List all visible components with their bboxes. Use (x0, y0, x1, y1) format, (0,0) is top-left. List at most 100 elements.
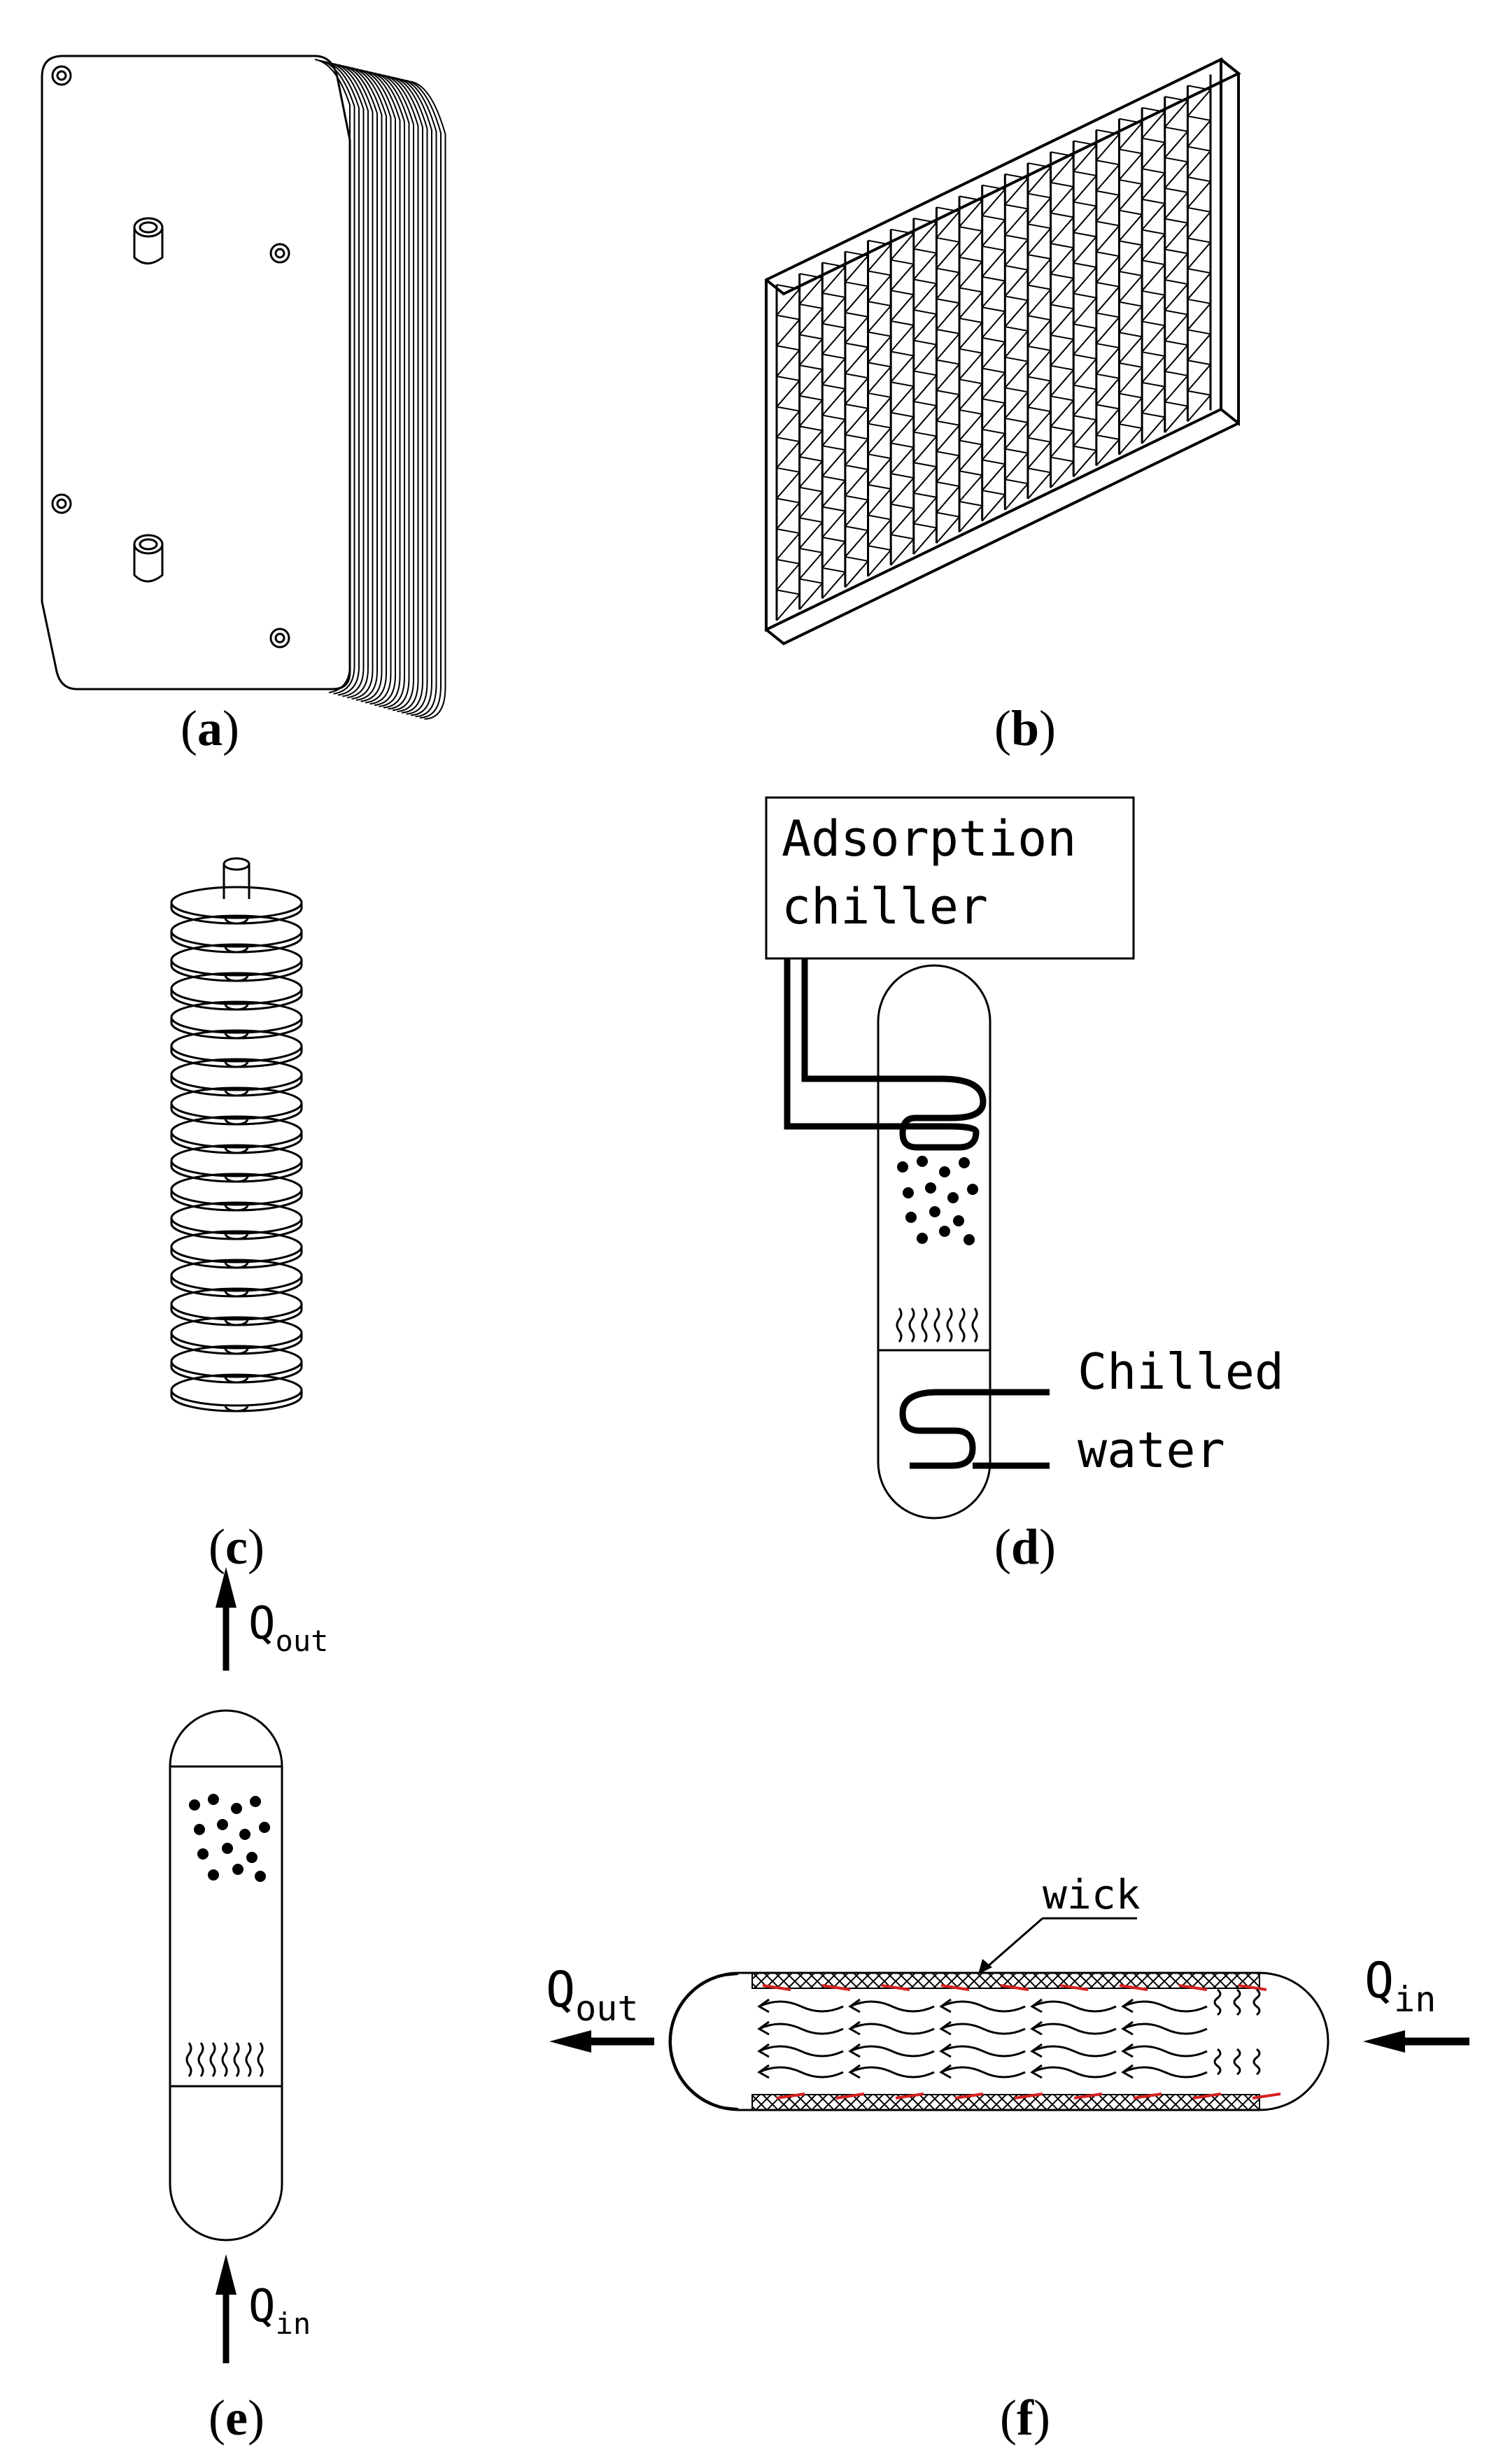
lattice-triangle (776, 345, 801, 377)
lattice-triangle (1164, 126, 1190, 159)
lattice-triangle (821, 414, 847, 446)
particle-dot (897, 1161, 908, 1173)
fin-disc (170, 1029, 303, 1063)
lattice-triangle (1073, 171, 1098, 203)
chilled-water-line1: Chilled (1078, 1343, 1284, 1401)
particle-dot (255, 1871, 266, 1882)
lattice-triangle (936, 206, 961, 239)
particle-dot (964, 1234, 975, 1245)
lattice-triangle (981, 428, 1007, 461)
fin-disc (170, 1201, 303, 1235)
flow-wave (849, 2000, 935, 2013)
lattice-triangle (1050, 395, 1075, 427)
lattice-triangle (1164, 218, 1190, 250)
lattice-triangle (1118, 270, 1144, 303)
lattice-triangle (798, 547, 824, 580)
condenser-end-highlight (670, 1974, 739, 2109)
fin-hub (224, 1032, 249, 1040)
fin-hub (224, 1147, 249, 1154)
fin-hub (224, 1261, 249, 1269)
fin-hub (224, 1204, 249, 1212)
flow-arrowhead (848, 1998, 861, 2013)
particle-dot (917, 1233, 928, 1244)
panel-label-e: (e) (209, 2390, 264, 2446)
lattice-triangle (959, 318, 984, 350)
fin-hub (224, 1376, 249, 1384)
lattice-triangle (1187, 237, 1212, 269)
lattice-triangle (1141, 381, 1166, 413)
condensate-mark (821, 1984, 851, 1991)
fin-hub (224, 1089, 249, 1097)
lattice-triangle (1027, 284, 1052, 316)
particle-dot (947, 1192, 959, 1203)
vapor-waves-e (185, 2042, 264, 2077)
fin-hub (224, 1347, 249, 1355)
q-out-arrow-e (216, 1567, 237, 1671)
vapor-squiggle (209, 2042, 216, 2077)
fin-hub (224, 1290, 249, 1298)
thermosyphon-tube (877, 964, 992, 1520)
lattice-triangle (1073, 201, 1098, 233)
flow-wave (1031, 2066, 1117, 2079)
lattice-triangle (913, 400, 938, 433)
lattice-triangle (890, 411, 915, 444)
lattice-triangle (1027, 253, 1052, 286)
lattice-triangle (890, 259, 915, 291)
flow-arrowhead (1121, 1998, 1134, 2013)
lattice-triangle (867, 301, 893, 333)
flow-arrowhead (1030, 1998, 1043, 2013)
lattice-triangle (1004, 326, 1029, 358)
adsorption-chiller-box (765, 796, 1135, 960)
fin-disc (170, 1230, 303, 1263)
flow-arrowhead (757, 2020, 770, 2036)
lattice-triangle (845, 525, 870, 558)
lattice-triangle (1004, 295, 1029, 327)
lattice-triangle (1187, 268, 1212, 300)
lattice-triangle (1187, 176, 1212, 208)
wick-bottom (751, 2094, 1260, 2111)
lattice-triangle (1004, 448, 1029, 480)
plate-edge (323, 61, 360, 696)
condenser-coil (899, 1075, 987, 1151)
lattice-triangle (1118, 362, 1144, 395)
lattice-triangle (798, 395, 824, 427)
condensate-mark (881, 1984, 910, 1991)
lattice-triangle (867, 270, 893, 302)
particle-dot (939, 1226, 950, 1237)
lattice-triangle (1187, 390, 1212, 423)
lattice-triangle (1027, 406, 1052, 439)
lattice-triangle (959, 439, 984, 472)
lattice-triangle (798, 364, 824, 397)
flow-arrowhead (848, 2064, 861, 2079)
lattice-triangle (1164, 340, 1190, 372)
particle-dot (903, 1187, 914, 1198)
lattice-triangle (981, 245, 1007, 278)
fin-hub (224, 1405, 249, 1412)
lattice-triangle (845, 465, 870, 497)
lattice-triangle (867, 514, 893, 546)
flow-wave (1122, 2045, 1208, 2058)
lattice-triangle (821, 353, 847, 385)
lattice-triangle (981, 459, 1007, 491)
particle-dot (194, 1824, 205, 1835)
lattice-triangle (890, 351, 915, 383)
lattice-triangle (1096, 373, 1121, 405)
lattice-triangle (1187, 206, 1212, 239)
lattice-triangle (890, 381, 915, 413)
lattice-triangle (890, 320, 915, 353)
lattice-triangle (1073, 415, 1098, 447)
lattice-triangle (1141, 198, 1166, 231)
evaporation-squiggle (1233, 2048, 1241, 2076)
particle-dot (208, 1794, 219, 1805)
lattice-triangle (936, 267, 961, 299)
lattice-triangle (1096, 129, 1121, 161)
panel-label-c: (c) (209, 1519, 264, 1575)
lattice-triangle (776, 284, 801, 316)
lattice-triangle (913, 248, 938, 281)
lattice-triangle (821, 537, 847, 569)
lattice-triangle (1073, 262, 1098, 295)
lattice-triangle (981, 276, 1007, 308)
lattice-triangle (821, 567, 847, 600)
lattice-triangle (1141, 106, 1166, 139)
particle-dot (929, 1206, 940, 1217)
